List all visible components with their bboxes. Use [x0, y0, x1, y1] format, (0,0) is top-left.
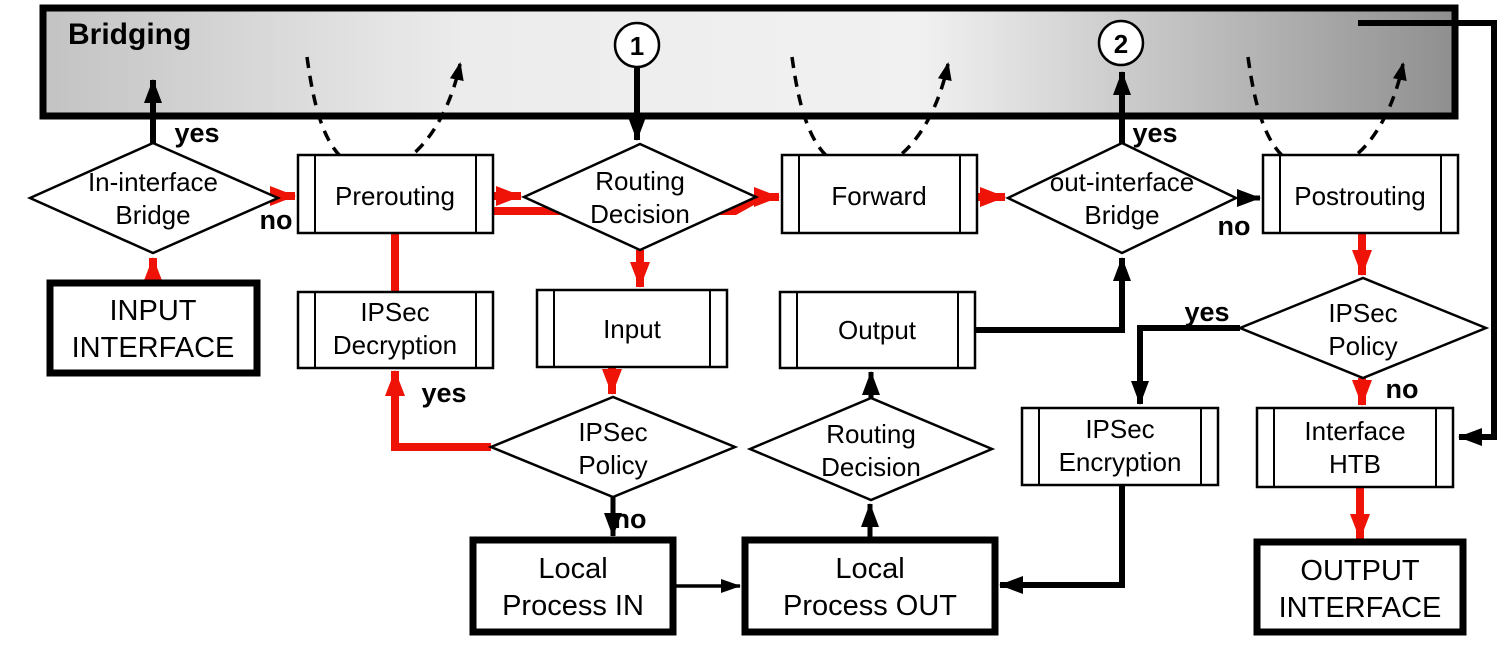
- out-interface-bridge-line2: Bridge: [1084, 200, 1159, 230]
- routing-decision-top-line2: Decision: [590, 199, 690, 229]
- circle-1-number: 1: [630, 31, 644, 61]
- in-interface-bridge-line1: In-interface: [88, 167, 218, 197]
- input-interface-line1: INPUT: [110, 295, 197, 327]
- node-forward: Forward: [780, 153, 979, 235]
- ipsec-decryption-line1: IPSec: [360, 297, 429, 327]
- local-process-in-line2: Process IN: [502, 590, 644, 622]
- interface-htb-line1: Interface: [1304, 416, 1405, 446]
- in-interface-bridge-line2: Bridge: [115, 200, 190, 230]
- forward-label: Forward: [831, 181, 926, 211]
- interface-htb-box: [1255, 406, 1455, 489]
- routing-decision-bottom-line2: Decision: [821, 452, 921, 482]
- routing-decision-top-diamond: [520, 142, 760, 252]
- out-interface-bridge-line1: out-interface: [1050, 167, 1195, 197]
- circle-1: [613, 21, 661, 69]
- node-interface-htb: Interface HTB: [1255, 406, 1455, 489]
- forward-box: [780, 153, 979, 235]
- input-label: Input: [603, 314, 662, 344]
- bridging-title: Bridging: [68, 18, 191, 51]
- local-process-in-box: [469, 536, 677, 636]
- node-input-interface: INPUT INTERFACE: [46, 279, 261, 377]
- node-ipsec-policy-left: IPSec Policy: [487, 395, 739, 499]
- node-ipsec-encryption: IPSec Encryption: [1020, 406, 1220, 487]
- node-local-process-out: Local Process OUT: [741, 536, 999, 636]
- output-interface-box: [1253, 538, 1467, 636]
- node-ipsec-decryption: IPSec Decryption: [296, 290, 495, 370]
- label-out-bridge-yes: yes: [1132, 118, 1177, 148]
- ipsec-encryption-line1: IPSec: [1085, 414, 1154, 444]
- node-prerouting: Prerouting: [296, 153, 495, 235]
- node-in-interface-bridge: In-interface Bridge: [26, 141, 282, 255]
- interface-htb-line2: HTB: [1329, 449, 1381, 479]
- label-ipsec-right-no: no: [1386, 374, 1419, 404]
- label-ipsec-left-no: no: [614, 504, 647, 534]
- edge-output-to-out-bridge: [975, 257, 1131, 333]
- prerouting-box: [296, 153, 495, 235]
- edge-ipsec-policy-yes-to-decryption: [385, 370, 491, 451]
- local-process-out-box: [741, 536, 999, 636]
- in-interface-bridge-diamond: [26, 141, 282, 255]
- input-interface-box: [46, 279, 261, 377]
- input-box: [535, 288, 729, 369]
- bridging-bar: Bridging: [39, 4, 1459, 120]
- circle-2-number: 2: [1114, 29, 1128, 59]
- local-process-out-line1: Local: [835, 553, 904, 585]
- ipsec-policy-left-diamond: [487, 395, 739, 499]
- node-postrouting: Postrouting: [1261, 153, 1460, 235]
- ipsec-policy-right-line1: IPSec: [1328, 298, 1397, 328]
- node-routing-decision-top: Routing Decision: [520, 142, 760, 252]
- node-ipsec-policy-right: IPSec Policy: [1236, 276, 1490, 380]
- output-interface-line1: OUTPUT: [1300, 555, 1420, 587]
- label-ipsec-right-yes: yes: [1184, 297, 1229, 327]
- node-out-interface-bridge: out-interface Bridge: [1005, 141, 1239, 255]
- node-local-process-in: Local Process IN: [469, 536, 677, 636]
- node-output: Output: [778, 290, 977, 370]
- label-in-bridge-no: no: [260, 205, 293, 235]
- node-output-interface: OUTPUT INTERFACE: [1253, 538, 1467, 636]
- label-ipsec-left-yes: yes: [421, 378, 466, 408]
- edge-bridging-to-interface-htb: [1358, 20, 1497, 446]
- output-label: Output: [838, 315, 917, 345]
- circle-2: [1097, 19, 1145, 67]
- routing-decision-top-line1: Routing: [595, 166, 685, 196]
- local-process-out-line2: Process OUT: [783, 590, 957, 622]
- ipsec-decryption-line2: Decryption: [333, 330, 457, 360]
- postrouting-box: [1261, 153, 1460, 235]
- label-out-bridge-no: no: [1218, 211, 1251, 241]
- edge-decryption-reentry-to-forward: [391, 187, 780, 292]
- ipsec-decryption-box: [296, 290, 495, 370]
- label-in-bridge-yes: yes: [174, 118, 219, 148]
- node-routing-decision-bottom: Routing Decision: [746, 396, 996, 502]
- out-interface-bridge-diamond: [1005, 141, 1239, 255]
- local-process-in-line1: Local: [538, 553, 607, 585]
- edge-ipsec-policy-yes-to-encryption: [1131, 325, 1240, 405]
- prerouting-label: Prerouting: [335, 181, 455, 211]
- ipsec-policy-left-line2: Policy: [578, 450, 647, 480]
- ipsec-policy-left-line1: IPSec: [578, 417, 647, 447]
- node-input: Input: [535, 288, 729, 369]
- edge-encryption-to-local-process-out: [999, 485, 1125, 594]
- ipsec-policy-right-line2: Policy: [1328, 331, 1397, 361]
- postrouting-label: Postrouting: [1294, 181, 1426, 211]
- ipsec-policy-right-diamond: [1236, 276, 1490, 380]
- ipsec-encryption-line2: Encryption: [1059, 447, 1182, 477]
- input-interface-line2: INTERFACE: [72, 332, 235, 364]
- marker-circle-2: 2: [1097, 19, 1145, 67]
- bridging-bar-rect: [39, 4, 1459, 120]
- output-box: [778, 290, 977, 370]
- marker-circle-1: 1: [613, 21, 661, 69]
- routing-decision-bottom-line1: Routing: [826, 419, 916, 449]
- output-interface-line2: INTERFACE: [1279, 592, 1442, 624]
- routing-decision-bottom-diamond: [746, 396, 996, 502]
- ipsec-encryption-box: [1020, 406, 1220, 487]
